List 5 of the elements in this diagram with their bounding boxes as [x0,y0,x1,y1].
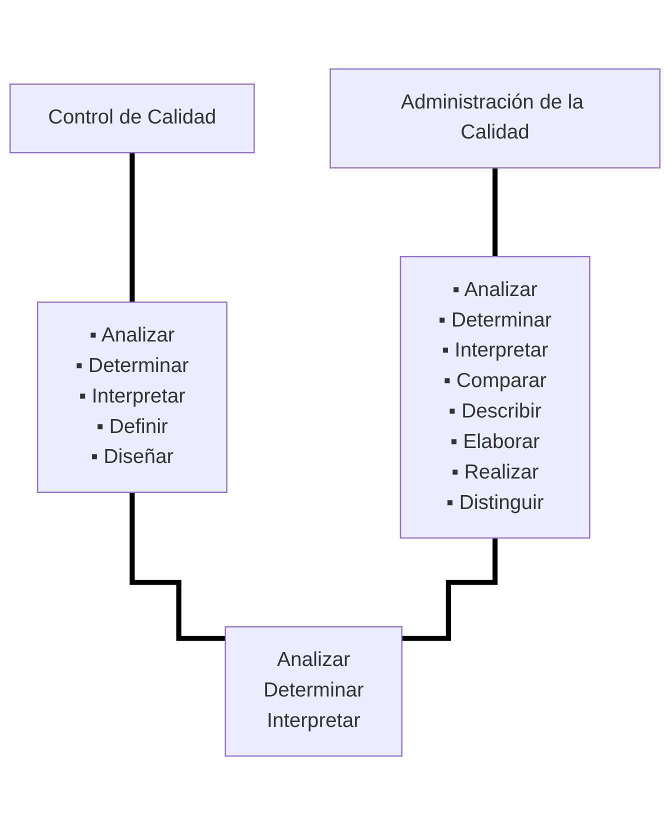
node-box: Control de Calidad [10,84,255,154]
node-box: ▪ Analizar ▪ Determinar ▪ Interpretar ▪ Comparar ▪ Describir ▪ Elaborar ▪ Realizar ▪ Distinguir [400,256,590,539]
node-box: ▪ Analizar ▪ Determinar ▪ Interpretar ▪ Definir ▪ Diseñar [36,302,228,493]
node-box: Analizar Determinar Interpretar [224,626,402,757]
node-box: Administración de la Calidad [330,68,660,168]
